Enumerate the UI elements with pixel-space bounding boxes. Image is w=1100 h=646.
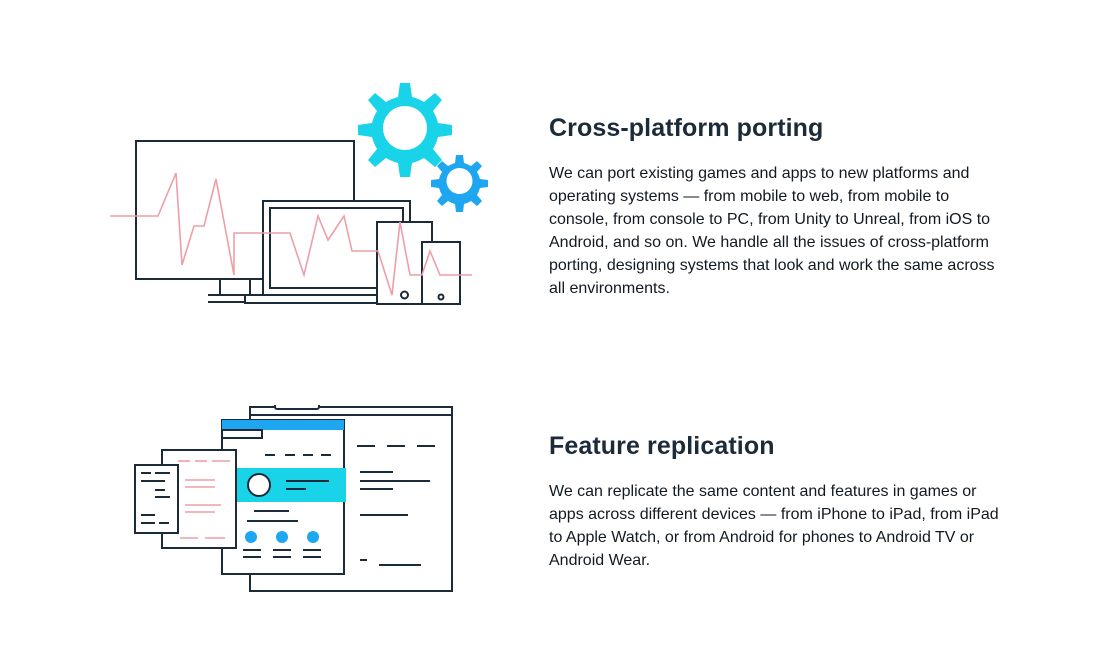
devices-illustration [100,75,500,315]
gear-icon [358,83,452,177]
pulse-line-icon [110,172,472,296]
section-description: We can replicate the same content and fe… [549,483,999,569]
section-title: Feature replication [549,432,775,460]
document-icon [134,464,179,534]
replication-illustration-svg [134,398,453,592]
replication-illustration [125,398,465,605]
avatar-icon [247,473,271,497]
gear-icon [431,155,488,212]
cross-platform-text: Cross-platform porting We can port exist… [549,112,1009,300]
section-title: Cross-platform porting [549,114,824,142]
devices-illustration-svg [110,83,488,305]
cross-platform-section: Cross-platform porting We can port exist… [100,75,1009,315]
mobile-screen-icon [221,419,346,575]
feature-replication-section: Feature replication We can replicate the… [0,330,1100,646]
feature-replication-text: Feature replication We can replicate the… [549,430,1009,572]
section-description: We can port existing games and apps to n… [549,165,995,297]
phone-icon [421,241,461,305]
